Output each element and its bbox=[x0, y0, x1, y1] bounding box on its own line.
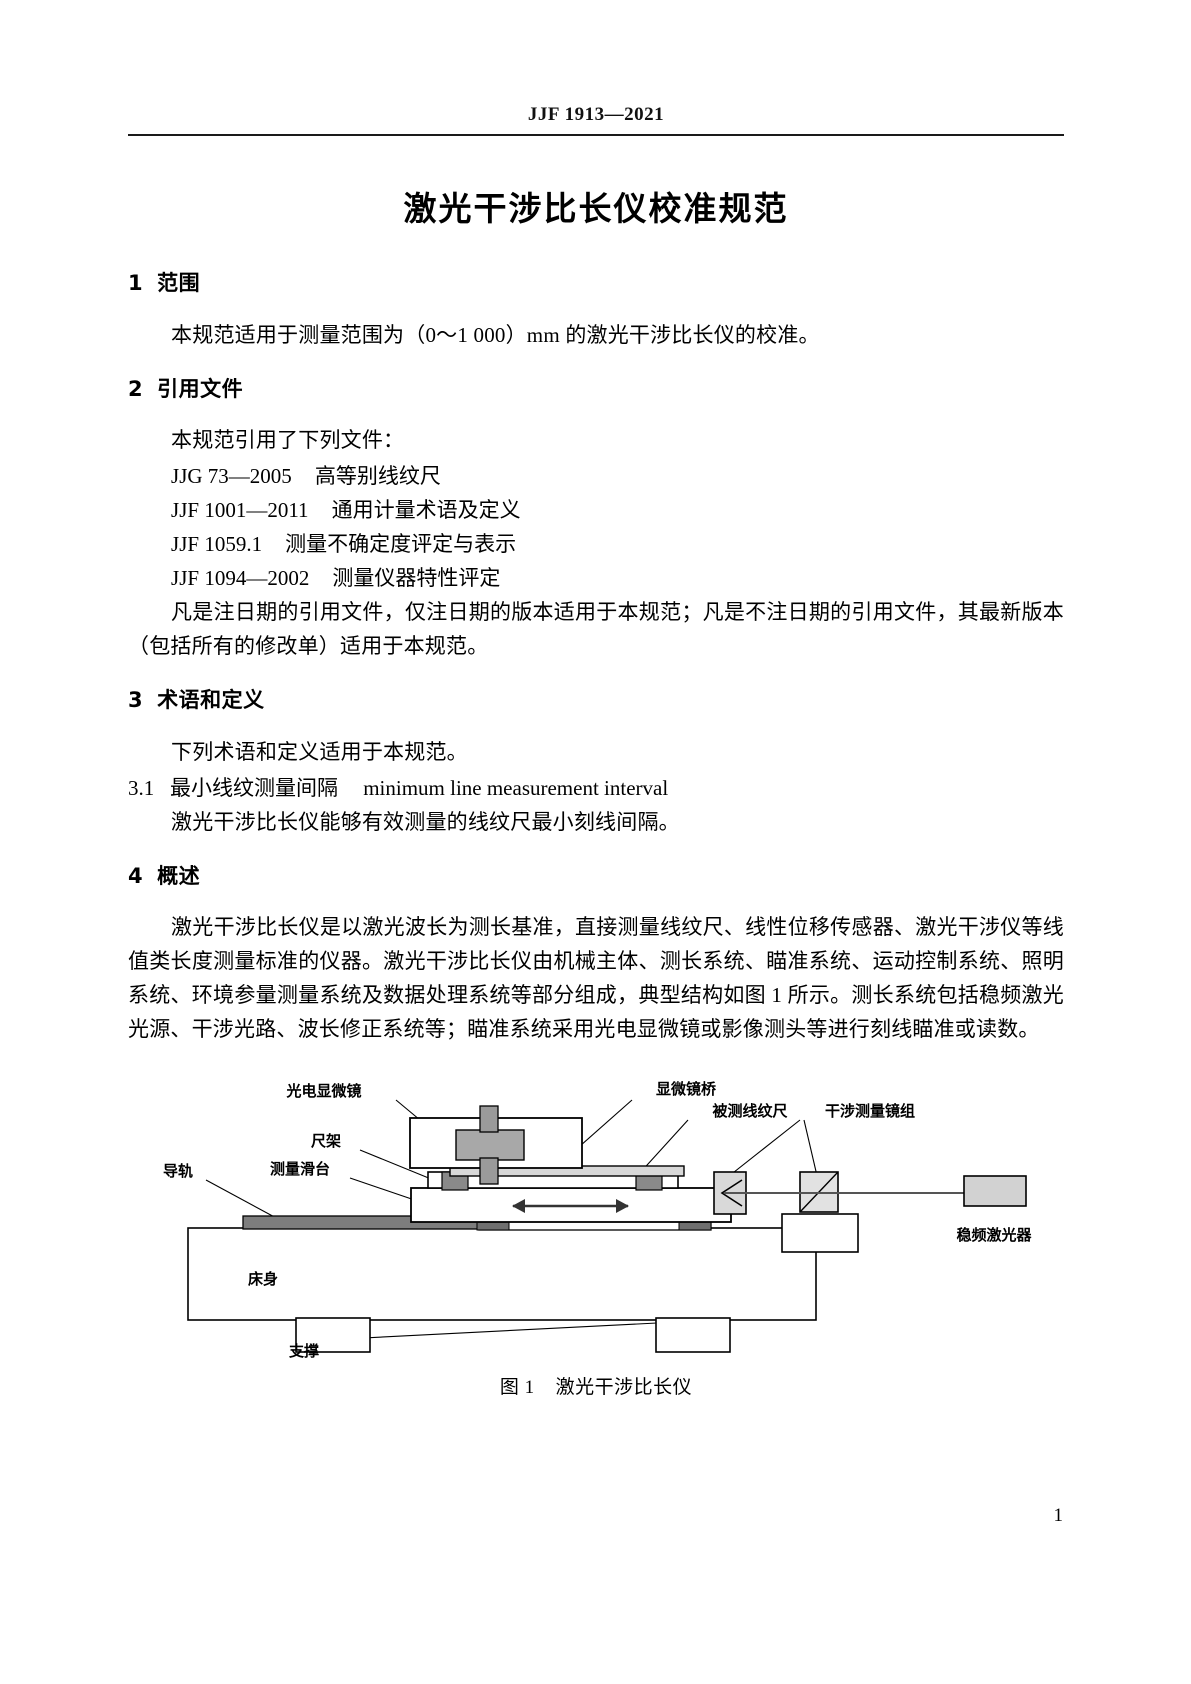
label-microscope-bridge: 显微镜桥 bbox=[656, 1080, 717, 1098]
label-measured-line-scale: 被测线纹尺 bbox=[712, 1102, 787, 1120]
reference-code: JJG 73—2005 bbox=[171, 464, 292, 489]
section-3-lead: 下列术语和定义适用于本规范。 bbox=[171, 739, 468, 764]
label-stabilized-laser: 稳频激光器 bbox=[956, 1226, 1032, 1244]
section-4-paragraph: 激光干涉比长仪是以激光波长为测长基准，直接测量线纹尺、线性位移传感器、激光干涉仪… bbox=[128, 915, 1064, 1042]
support-foot-right bbox=[655, 1317, 731, 1353]
beam-splitter-mount bbox=[781, 1213, 859, 1253]
section-heading-2: 2 引用文件 bbox=[128, 374, 1064, 406]
reference-title: 测量不确定度评定与表示 bbox=[285, 532, 517, 557]
page-number: 1 bbox=[1053, 1505, 1064, 1526]
section-title-3: 术语和定义 bbox=[157, 688, 265, 713]
label-measuring-slide: 测量滑台 bbox=[270, 1160, 330, 1178]
label-bed: 床身 bbox=[248, 1270, 278, 1288]
section-heading-4: 4 概述 bbox=[128, 861, 1064, 893]
figure-1: 光电显微镜 显微镜桥 被测线纹尺 干涉测量镜组 尺架 测量滑台 导轨 稳频激光器… bbox=[128, 1068, 1064, 1399]
section-2-lead: 本规范引用了下列文件： bbox=[171, 428, 405, 453]
travel-arrow bbox=[512, 1199, 629, 1213]
retroreflector-prism bbox=[720, 1179, 743, 1207]
section-1-paragraph: 本规范适用于测量范围为（0～1 000）mm 的激光干涉比长仪的校准。 bbox=[171, 322, 820, 347]
running-head-text: JJF 1913—2021 bbox=[527, 104, 665, 125]
microscope-objective bbox=[479, 1157, 499, 1185]
reference-item: JJF 1059.1 测量不确定度评定与表示 bbox=[128, 527, 1064, 561]
section-title-1: 范围 bbox=[157, 271, 201, 295]
term-zh: 最小线纹测量间隔 bbox=[170, 775, 338, 800]
reference-code: JJF 1059.1 bbox=[171, 532, 263, 557]
section-heading-3: 3 术语和定义 bbox=[128, 685, 1064, 717]
running-header: JJF 1913—2021 bbox=[128, 104, 1064, 136]
section-number-2: 2 bbox=[128, 376, 144, 401]
section-number-1: 1 bbox=[128, 271, 144, 295]
section-title-2: 引用文件 bbox=[157, 376, 244, 401]
page-title: 激光干涉比长仪校准规范 bbox=[403, 189, 789, 228]
label-scale-frame: 尺架 bbox=[311, 1132, 341, 1150]
term-entry-heading: 3.1 最小线纹测量间隔 minimum line measurement inte… bbox=[128, 771, 1064, 805]
machine-bed bbox=[187, 1227, 817, 1321]
reference-item: JJF 1094—2002 测量仪器特性评定 bbox=[128, 561, 1064, 595]
reference-item: JJG 73—2005 高等别线纹尺 bbox=[128, 459, 1064, 493]
figure-caption-text: 激光干涉比长仪 bbox=[555, 1377, 693, 1398]
label-guide-rail: 导轨 bbox=[163, 1162, 193, 1180]
figure-1-drawing: 光电显微镜 显微镜桥 被测线纹尺 干涉测量镜组 尺架 测量滑台 导轨 稳频激光器… bbox=[163, 1080, 1033, 1360]
figure-number: 图 1 bbox=[499, 1377, 535, 1398]
label-interference-mirror-group: 干涉测量镜组 bbox=[825, 1102, 915, 1120]
reference-item: JJF 1001—2011 通用计量术语及定义 bbox=[128, 493, 1064, 527]
microscope-top-column bbox=[479, 1105, 499, 1133]
term-en: minimum line measurement interval bbox=[363, 775, 669, 800]
header-divider bbox=[128, 134, 1064, 136]
reference-title: 高等别线纹尺 bbox=[314, 464, 441, 489]
label-support: 支撑 bbox=[288, 1342, 319, 1360]
photoelectric-microscope-body bbox=[455, 1129, 525, 1161]
leader-lines bbox=[205, 1099, 819, 1341]
reference-code: JJF 1001—2011 bbox=[171, 498, 309, 523]
reference-title: 测量仪器特性评定 bbox=[332, 566, 501, 591]
stabilized-laser bbox=[963, 1175, 1027, 1207]
term-definition: 激光干涉比长仪能够有效测量的线纹尺最小刻线间隔。 bbox=[171, 809, 680, 834]
label-photoelectric-microscope: 光电显微镜 bbox=[285, 1082, 361, 1100]
figure-caption: 图 1 激光干涉比长仪 bbox=[128, 1372, 1064, 1399]
reference-code: JJF 1094—2002 bbox=[171, 566, 310, 591]
section-2-closing: 凡是注日期的引用文件，仅注日期的版本适用于本规范；凡是不注日期的引用文件，其最新… bbox=[128, 600, 1064, 659]
section-number-4: 4 bbox=[128, 863, 144, 888]
section-heading-1: 1 范围 bbox=[128, 268, 1064, 300]
term-number: 3.1 bbox=[128, 775, 155, 800]
section-number-3: 3 bbox=[128, 688, 144, 713]
section-title-4: 概述 bbox=[157, 863, 201, 888]
support-foot-left bbox=[295, 1317, 371, 1353]
reference-title: 通用计量术语及定义 bbox=[331, 498, 521, 523]
